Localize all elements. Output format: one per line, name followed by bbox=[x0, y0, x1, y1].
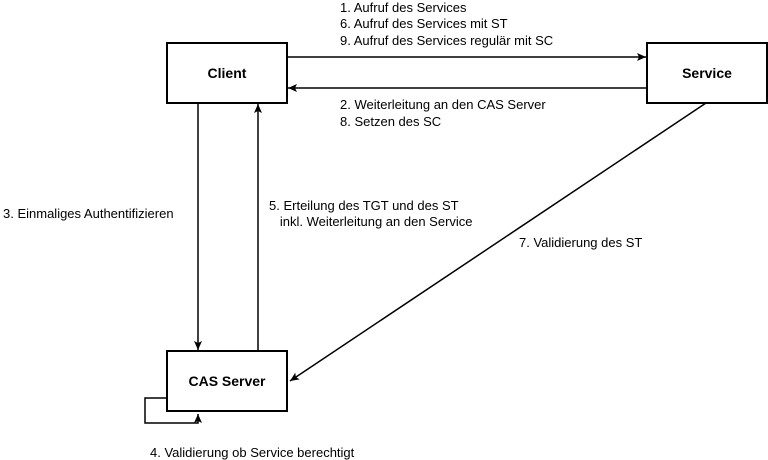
label-line: inkl. Weiterleitung an den Service bbox=[269, 214, 473, 229]
label-client-to-service: 1. Aufruf des Services 6. Aufruf des Ser… bbox=[340, 0, 553, 48]
label-line: 7. Validierung des ST bbox=[519, 235, 642, 250]
label-line: 5. Erteilung des TGT und des ST bbox=[269, 198, 459, 213]
node-client: Client bbox=[166, 42, 288, 104]
label-line: 3. Einmaliges Authentifizieren bbox=[3, 206, 174, 221]
label-line: 8. Setzen des SC bbox=[340, 114, 441, 129]
label-line: 6. Aufruf des Services mit ST bbox=[340, 16, 508, 31]
node-client-label: Client bbox=[208, 65, 247, 81]
node-cas-server-label: CAS Server bbox=[188, 373, 266, 389]
node-cas-server: CAS Server bbox=[166, 350, 288, 412]
node-service: Service bbox=[646, 42, 768, 104]
label-service-to-client: 2. Weiterleitung an den CAS Server 8. Se… bbox=[340, 97, 546, 129]
edge-service-to-cas bbox=[289, 102, 707, 382]
label-line: 1. Aufruf des Services bbox=[340, 0, 467, 15]
label-line: 9. Aufruf des Services regulär mit SC bbox=[340, 33, 553, 48]
label-cas-to-client: 5. Erteilung des TGT und des ST inkl. We… bbox=[269, 198, 473, 229]
label-service-to-cas: 7. Validierung des ST bbox=[519, 235, 642, 250]
label-cas-self: 4. Validierung ob Service berechtigt bbox=[150, 445, 355, 460]
label-line: 4. Validierung ob Service berechtigt bbox=[150, 445, 355, 460]
edge-cas-self-loop bbox=[144, 397, 202, 424]
node-service-label: Service bbox=[682, 65, 732, 81]
label-client-to-cas: 3. Einmaliges Authentifizieren bbox=[3, 206, 174, 221]
label-line: 2. Weiterleitung an den CAS Server bbox=[340, 97, 546, 112]
